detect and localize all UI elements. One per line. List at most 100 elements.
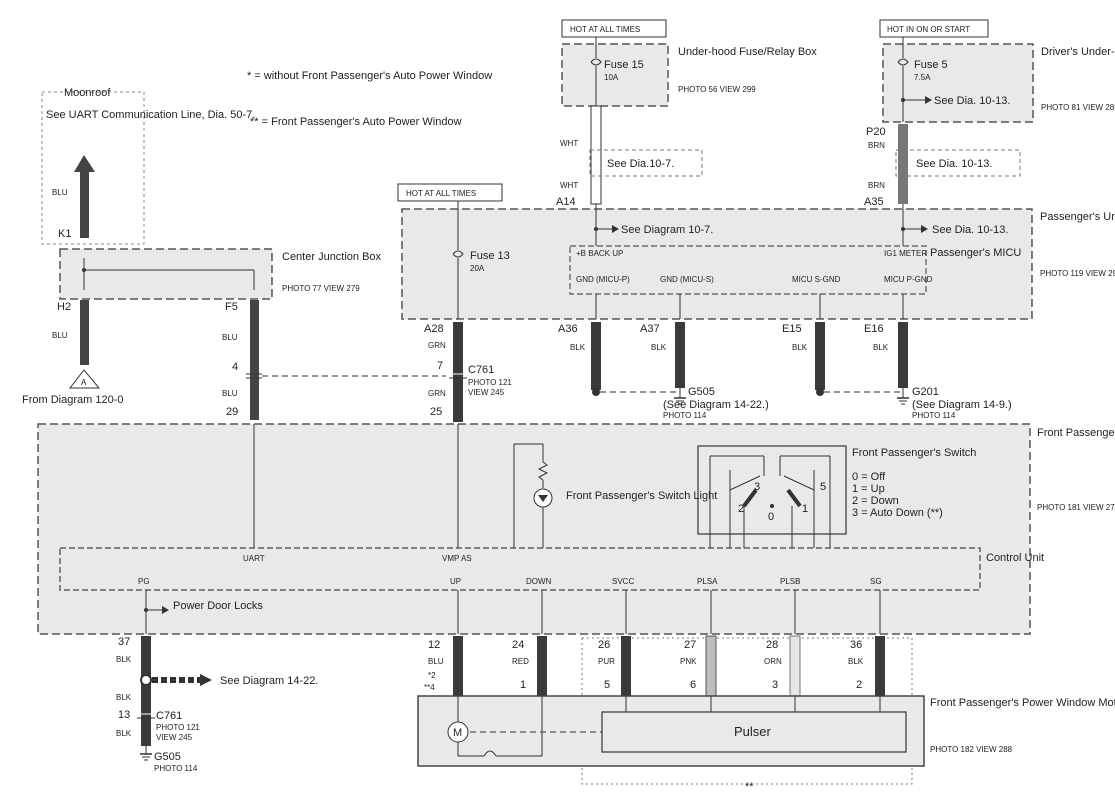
micu-box — [569, 245, 927, 295]
svg-text:PNK: PNK — [680, 657, 697, 666]
center-junction-title: Center Junction Box — [282, 251, 382, 263]
pin-37: 37 — [118, 636, 130, 648]
up-arrow-icon — [74, 155, 95, 172]
svg-text:1: 1 — [520, 679, 526, 691]
hot-box-3 — [879, 19, 989, 38]
g201-photo: PHOTO 114 — [912, 411, 956, 420]
fuse-5-label: Fuse 5 — [914, 59, 948, 71]
fuse-15-amp: 10A — [604, 73, 619, 82]
micu-pin-p-gnd: MICU P-GND — [884, 275, 933, 284]
center-junction-ref: PHOTO 77 VIEW 279 — [282, 284, 360, 293]
see-10-7-box — [589, 149, 703, 177]
hot-label-3: HOT IN ON OR START — [887, 25, 970, 34]
a37-wire — [675, 322, 685, 388]
underhood-title: Under-hood Fuse/Relay Box — [678, 46, 817, 58]
h2-wire-color: BLU — [52, 331, 68, 340]
f5-wire-color: BLU — [222, 333, 238, 342]
motor-wire-3: 26 PUR 5 — [598, 636, 631, 696]
svg-text:RED: RED — [512, 657, 529, 666]
driver-box-title: Driver's Under-dash Fuse/Relay Box — [1041, 46, 1115, 58]
switch-num-1: 1 — [802, 503, 808, 515]
terminal-a36: A36 — [558, 323, 578, 335]
switch-num-0: 0 — [768, 511, 774, 523]
driver-box-ref: PHOTO 81 VIEW 285 — [1041, 103, 1115, 112]
auto-option-mark: ** — [745, 781, 754, 793]
terminal-e15: E15 — [782, 323, 802, 335]
hot-box-1 — [397, 183, 503, 202]
lower-g505-photo: PHOTO 114 — [154, 764, 198, 773]
underhood-ref: PHOTO 56 VIEW 299 — [678, 85, 756, 94]
c761-ref1: PHOTO 121 — [468, 378, 512, 387]
moonroof-wire-color: BLU — [52, 188, 68, 197]
svg-text:28: 28 — [766, 639, 778, 651]
moonroof-box — [41, 91, 145, 245]
pg-wire — [141, 636, 151, 746]
fuse-15-label: Fuse 15 — [604, 59, 644, 71]
cu-pin-pg: PG — [138, 577, 150, 586]
svg-text:26: 26 — [598, 639, 610, 651]
f5-wire — [250, 300, 259, 420]
g505-photo: PHOTO 114 — [663, 411, 707, 420]
switch-frame — [697, 445, 847, 535]
terminal-a28: A28 — [424, 323, 444, 335]
underhood-box — [561, 43, 669, 107]
svg-text:PUR: PUR — [598, 657, 615, 666]
pulser-box — [601, 711, 907, 753]
grn-wire — [453, 322, 463, 422]
micu-pin-gnd-s: GND (MICU-S) — [660, 275, 714, 284]
micu-pin-ig1: IG1 METER — [884, 249, 927, 258]
terminal-e16: E16 — [864, 323, 884, 335]
micu-pin-gnd-p: GND (MICU-P) — [576, 275, 630, 284]
underhood-wire-bot: WHT — [560, 181, 578, 190]
switch-box-title: Front Passenger's Power Window Switch — [1037, 427, 1115, 439]
driver-see-inner: See Dia. 10-13. — [934, 95, 1010, 107]
g505-label: G505 — [688, 386, 715, 398]
pg-wire-1: BLK — [116, 655, 132, 664]
lower-wire-color: BLU — [222, 389, 238, 398]
g201-see: (See Diagram 14-9.) — [912, 399, 1012, 411]
terminal-k1: K1 — [58, 228, 71, 240]
lower-c761-ref1: PHOTO 121 — [156, 723, 200, 732]
motor-ref: PHOTO 182 VIEW 288 — [930, 745, 1013, 754]
a36-wire — [591, 322, 601, 390]
switch-num-3: 3 — [754, 481, 760, 493]
cu-pin-sg: SG — [870, 577, 882, 586]
hot-box-2 — [561, 19, 667, 38]
fuse-13-label: Fuse 13 — [470, 250, 510, 262]
lower-g505: G505 — [154, 751, 181, 763]
pulser-label: Pulser — [734, 724, 772, 739]
svg-text:BLK: BLK — [848, 657, 864, 666]
pg-wire-3: BLK — [116, 729, 132, 738]
moonroof-title: Moonroof — [64, 87, 111, 99]
connector-a-label: A — [81, 378, 87, 387]
pin-4: 4 — [232, 361, 238, 373]
see-dia-10-13-b: See Dia. 10-13. — [932, 224, 1008, 236]
driver-wire-top: BRN — [868, 141, 885, 150]
see-10-13-box — [895, 149, 1021, 177]
terminal-a14: A14 — [556, 196, 576, 208]
cu-pin-uart: UART — [243, 554, 265, 563]
switch-box-ref: PHOTO 181 VIEW 275 — [1037, 503, 1115, 512]
e16-wire-color: BLK — [873, 343, 889, 352]
c761-pin-7: 7 — [437, 360, 443, 372]
power-window-switch-box — [37, 423, 1031, 635]
motor-wire-2: 24 RED 1 — [512, 636, 547, 696]
cu-pin-up: UP — [450, 577, 461, 586]
micu-title: Passenger's MICU — [930, 247, 1021, 259]
c761-ref2: VIEW 245 — [468, 388, 505, 397]
passenger-box-title: Passenger's Under-dash Fuse/Relay Box — [1040, 211, 1115, 223]
underhood-wire — [590, 105, 602, 205]
motor-wire-4: 27 PNK 6 — [680, 635, 717, 697]
micu-pin-backup: +B BACK UP — [576, 249, 623, 258]
svg-text:27: 27 — [684, 639, 696, 651]
svg-text:**4: **4 — [424, 683, 435, 692]
arrow-right-icon — [200, 674, 212, 686]
micu-pin-s-gnd: MICU S-GND — [792, 275, 841, 284]
power-door-label: Power Door Locks — [173, 600, 263, 612]
switch-num-2: 2 — [738, 503, 744, 515]
c761-wire-bot: GRN — [428, 389, 446, 398]
legend-star: * = without Front Passenger's Auto Power… — [247, 70, 492, 82]
switch-light-label: Front Passenger's Switch Light — [566, 490, 717, 502]
e15-wire — [815, 322, 825, 390]
